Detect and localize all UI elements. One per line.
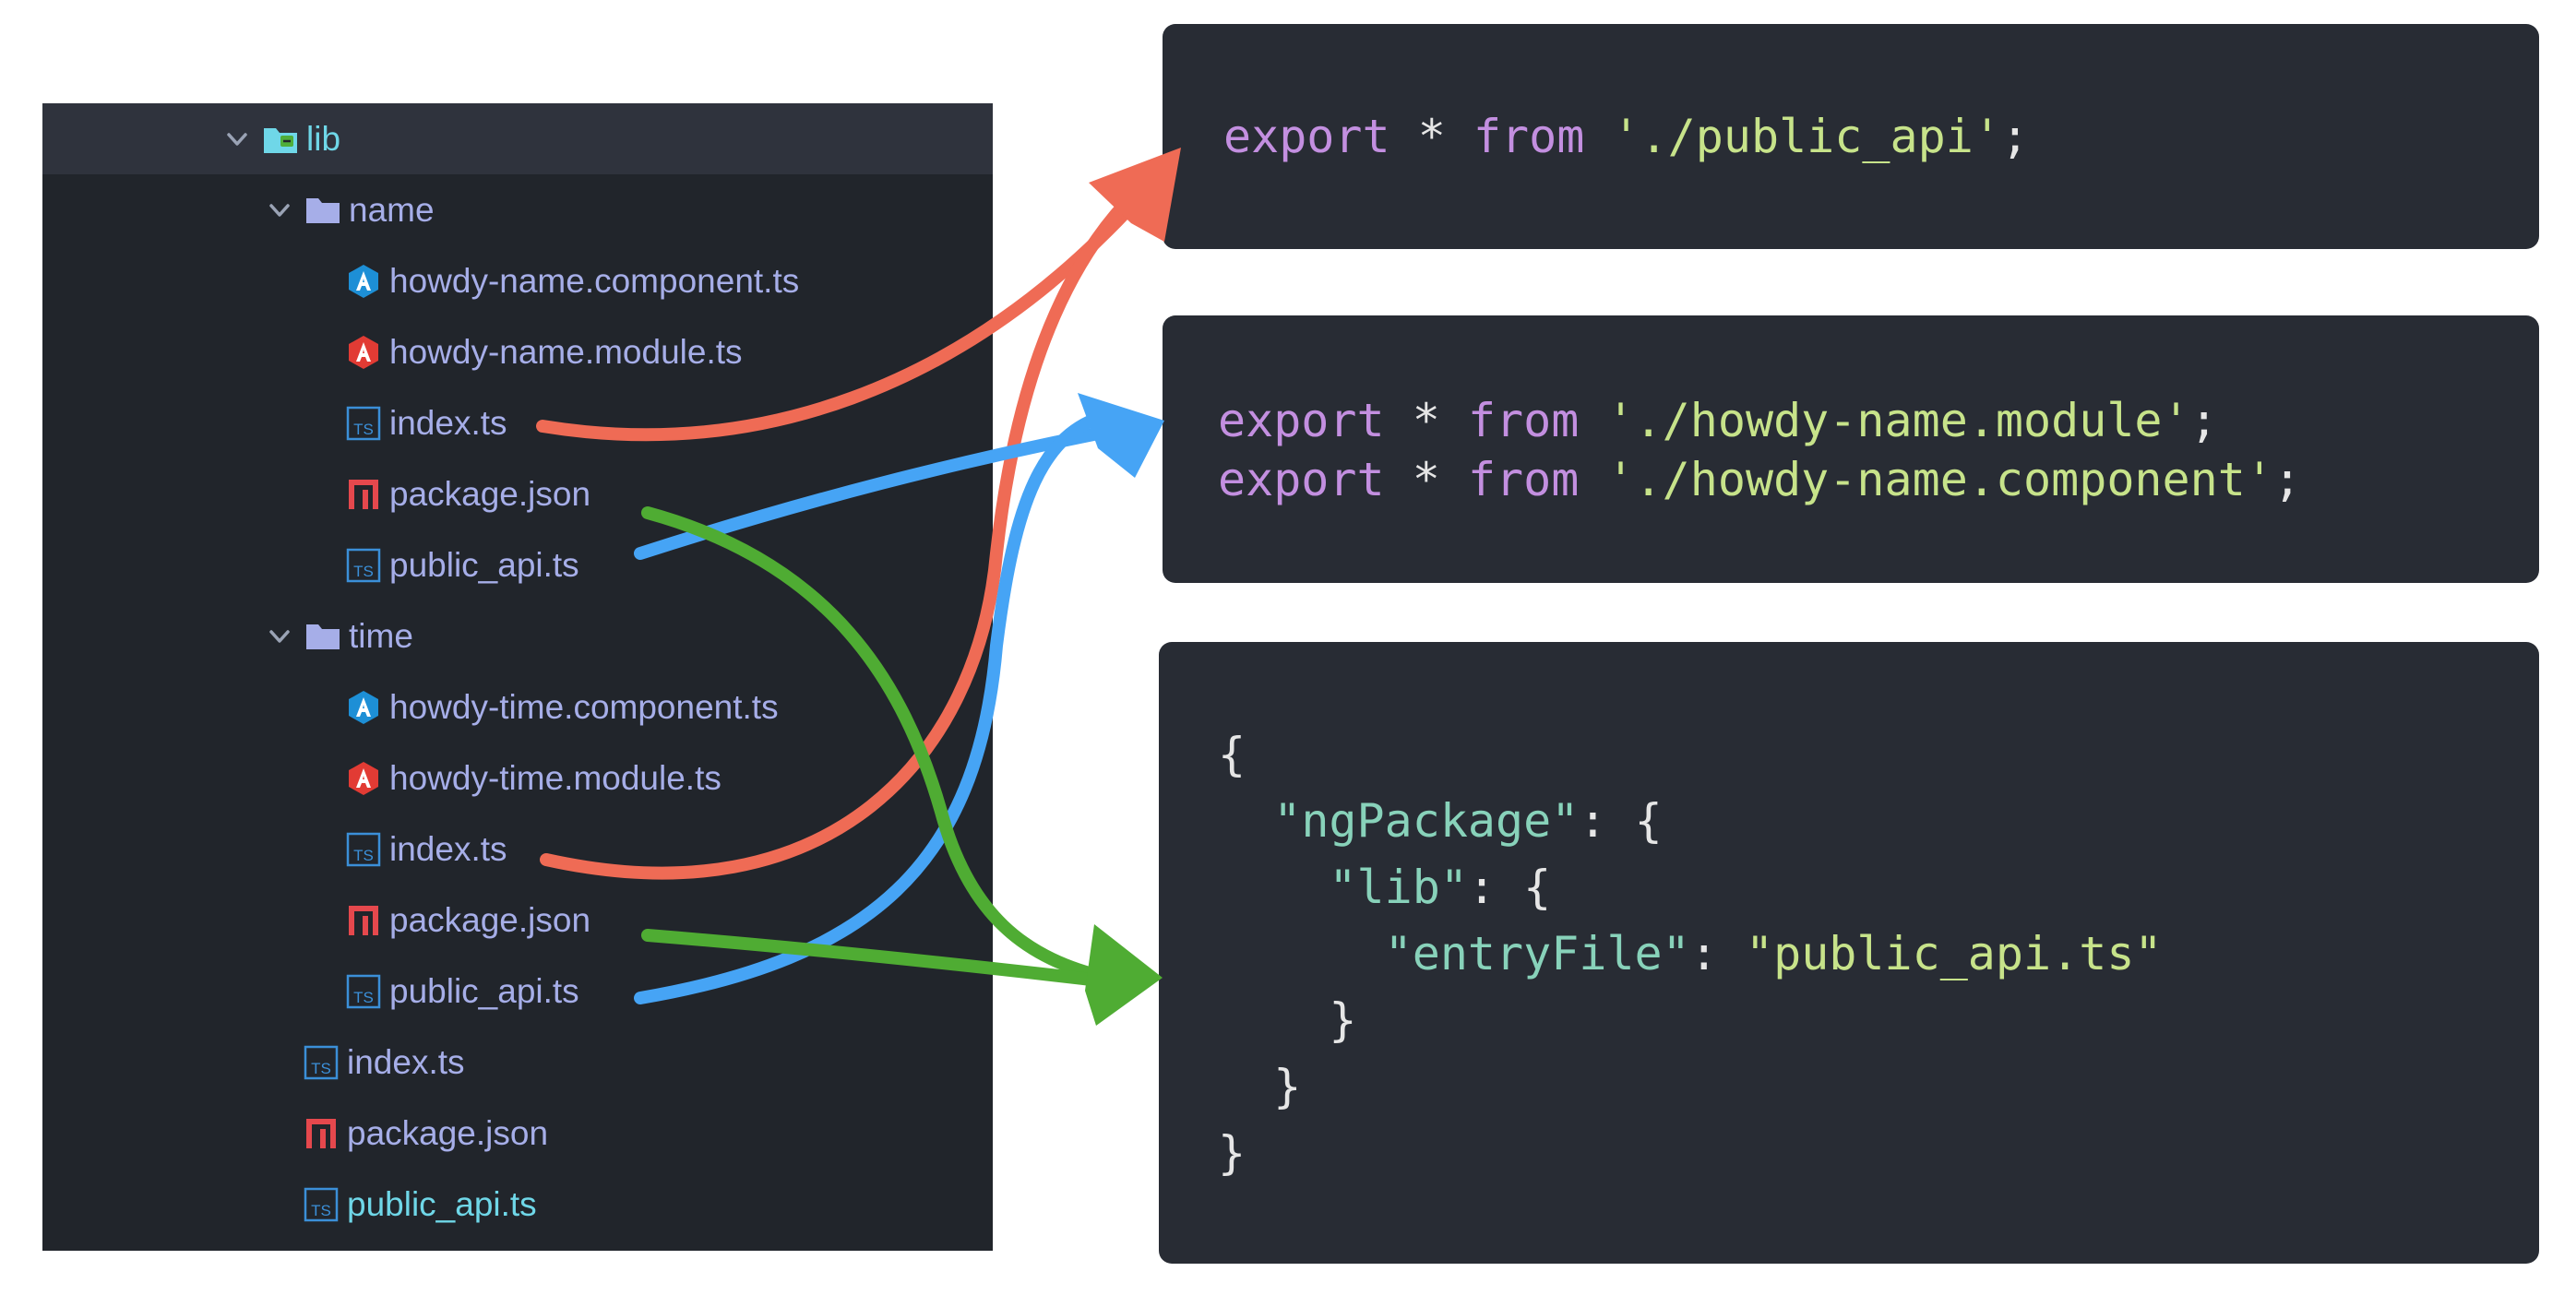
code-string: './howdy-name.module' bbox=[1606, 394, 2190, 447]
tree-file-howdy-time-module[interactable]: howdy-time.module.ts bbox=[42, 743, 993, 814]
tree-item-label: name bbox=[349, 190, 435, 229]
code-line: export * from './public_api'; bbox=[1223, 103, 2029, 170]
code-keyword: from bbox=[1467, 394, 1580, 447]
svg-text:TS: TS bbox=[353, 421, 374, 438]
tree-item-label: howdy-time.component.ts bbox=[389, 687, 779, 726]
tree-file-howdy-name-module[interactable]: howdy-name.module.ts bbox=[42, 316, 993, 387]
code-keyword: from bbox=[1473, 110, 1585, 163]
npm-icon bbox=[303, 1115, 340, 1152]
npm-icon bbox=[345, 476, 382, 513]
svg-text:TS: TS bbox=[353, 989, 374, 1006]
code-panel-package-json: { "ngPackage": { "lib": { "entryFile": "… bbox=[1159, 642, 2539, 1264]
angular-module-icon bbox=[345, 760, 382, 797]
code-line: export * from './howdy-name.module'; bbox=[1218, 387, 2218, 454]
code-key: "lib" bbox=[1329, 861, 1468, 914]
tree-folder-time[interactable]: time bbox=[42, 600, 993, 671]
angular-component-icon bbox=[345, 689, 382, 726]
folder-icon bbox=[304, 192, 341, 229]
code-line: } bbox=[1218, 987, 1357, 1053]
tree-item-label: index.ts bbox=[389, 829, 507, 868]
file-tree-panel: lib name howdy-name.component.ts howdy-n bbox=[42, 103, 993, 1251]
tree-file-howdy-time-component[interactable]: howdy-time.component.ts bbox=[42, 671, 993, 743]
tree-folder-name[interactable]: name bbox=[42, 174, 993, 245]
tree-item-label: public_api.ts bbox=[347, 1184, 537, 1223]
tree-file-name-public-api[interactable]: TS public_api.ts bbox=[42, 529, 993, 600]
code-key: "ngPackage" bbox=[1273, 794, 1580, 848]
code-punctuation: : { bbox=[1579, 794, 1663, 848]
code-keyword: export bbox=[1218, 394, 1385, 447]
tree-file-lib-public-api[interactable]: TS public_api.ts bbox=[42, 1169, 993, 1240]
code-line: "lib": { bbox=[1218, 854, 1551, 921]
code-string: './public_api' bbox=[1612, 110, 2001, 163]
arrow-blue-head bbox=[1078, 393, 1164, 478]
tree-file-time-package-json[interactable]: package.json bbox=[42, 885, 993, 956]
code-punctuation: ; bbox=[2189, 394, 2218, 447]
chevron-down-icon[interactable] bbox=[264, 195, 295, 226]
code-operator: * bbox=[1384, 394, 1468, 447]
code-punctuation: : { bbox=[1467, 861, 1552, 914]
tree-item-label: howdy-name.module.ts bbox=[389, 332, 743, 371]
code-line: } bbox=[1218, 1053, 1301, 1120]
code-punctuation: } bbox=[1273, 1060, 1302, 1113]
typescript-icon: TS bbox=[345, 973, 382, 1010]
svg-text:TS: TS bbox=[311, 1202, 331, 1219]
code-punctuation: ; bbox=[2272, 453, 2302, 506]
tree-item-label: lib bbox=[306, 119, 341, 158]
code-panel-public-api: export * from './howdy-name.module'; exp… bbox=[1163, 315, 2539, 583]
tree-item-label: package.json bbox=[347, 1113, 549, 1152]
angular-module-icon bbox=[345, 334, 382, 371]
tree-item-label: index.ts bbox=[347, 1042, 465, 1081]
code-operator: * bbox=[1384, 453, 1468, 506]
tree-item-label: time bbox=[349, 616, 413, 655]
folder-lib-icon bbox=[262, 121, 299, 158]
tree-file-name-index[interactable]: TS index.ts bbox=[42, 387, 993, 458]
code-line: "entryFile": "public_api.ts" bbox=[1218, 921, 2163, 987]
tree-item-label: howdy-name.component.ts bbox=[389, 261, 800, 300]
chevron-down-icon[interactable] bbox=[264, 621, 295, 652]
arrow-green-head bbox=[1085, 924, 1163, 1026]
tree-item-label: package.json bbox=[389, 474, 591, 513]
tree-file-time-public-api[interactable]: TS public_api.ts bbox=[42, 956, 993, 1027]
code-panel-index: export * from './public_api'; bbox=[1163, 24, 2539, 249]
code-line: { bbox=[1218, 721, 1246, 788]
code-key: "entryFile" bbox=[1384, 927, 1690, 980]
typescript-icon: TS bbox=[345, 547, 382, 584]
tree-file-time-index[interactable]: TS index.ts bbox=[42, 814, 993, 885]
tree-item-label: index.ts bbox=[389, 403, 507, 442]
tree-file-name-package-json[interactable]: package.json bbox=[42, 458, 993, 529]
code-punctuation: { bbox=[1218, 728, 1246, 781]
svg-text:TS: TS bbox=[353, 847, 374, 864]
svg-text:TS: TS bbox=[353, 563, 374, 580]
typescript-icon: TS bbox=[345, 831, 382, 868]
code-keyword: export bbox=[1218, 453, 1385, 506]
chevron-down-icon[interactable] bbox=[221, 124, 253, 155]
tree-item-label: public_api.ts bbox=[389, 545, 579, 584]
tree-folder-lib[interactable]: lib bbox=[42, 103, 993, 174]
code-keyword: export bbox=[1223, 110, 1390, 163]
typescript-icon: TS bbox=[345, 405, 382, 442]
tree-file-lib-index[interactable]: TS index.ts bbox=[42, 1027, 993, 1098]
tree-item-label: howdy-time.module.ts bbox=[389, 758, 722, 797]
tree-item-label: package.json bbox=[389, 900, 591, 939]
angular-component-icon bbox=[345, 263, 382, 300]
code-punctuation: ; bbox=[2000, 110, 2030, 163]
svg-text:TS: TS bbox=[311, 1060, 331, 1077]
code-line: export * from './howdy-name.component'; bbox=[1218, 446, 2301, 513]
code-punctuation: } bbox=[1329, 993, 1357, 1047]
code-line: } bbox=[1218, 1120, 1246, 1186]
typescript-icon: TS bbox=[303, 1186, 340, 1223]
code-punctuation: } bbox=[1218, 1126, 1246, 1180]
folder-icon bbox=[304, 618, 341, 655]
code-string: "public_api.ts" bbox=[1745, 927, 2163, 980]
tree-item-label: public_api.ts bbox=[389, 971, 579, 1010]
code-keyword: from bbox=[1467, 453, 1580, 506]
code-punctuation: : bbox=[1689, 927, 1746, 980]
code-string: './howdy-name.component' bbox=[1606, 453, 2273, 506]
npm-icon bbox=[345, 902, 382, 939]
typescript-icon: TS bbox=[303, 1044, 340, 1081]
code-line: "ngPackage": { bbox=[1218, 788, 1663, 854]
tree-file-howdy-name-component[interactable]: howdy-name.component.ts bbox=[42, 245, 993, 316]
code-operator: * bbox=[1389, 110, 1473, 163]
tree-file-lib-package-json[interactable]: package.json bbox=[42, 1098, 993, 1169]
